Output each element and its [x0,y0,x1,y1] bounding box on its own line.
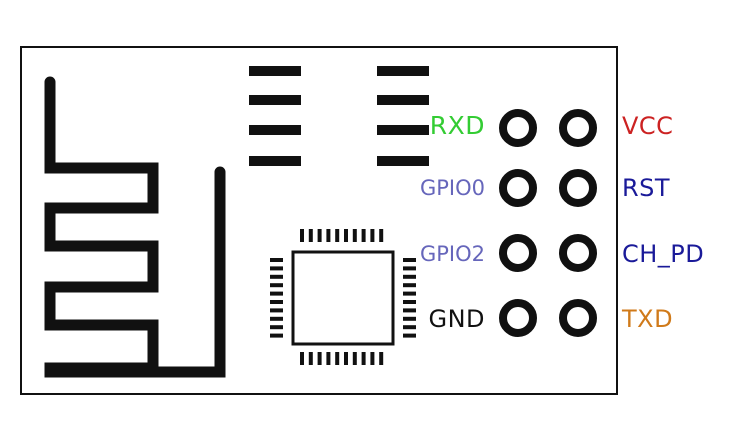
chip-pin-left [270,291,283,296]
pin-header [499,109,597,337]
pin-txd-pad [559,299,597,337]
chip-pin-bottom [344,352,348,365]
chip-pin-left [270,258,283,262]
chip-pin-right [403,258,416,262]
pin-vcc-pad [559,109,597,147]
pin-gpio0-pad [499,169,537,207]
chip-pin-left [270,274,283,279]
chip-pin-top [361,229,366,242]
chip-body [291,250,395,346]
pin-label-gpio2: GPIO2 [419,242,485,266]
chip-pin-bottom [335,352,340,365]
chip-pin-left [270,316,283,321]
chip-pin-bottom [308,352,313,365]
chip-pin-top [317,229,322,242]
pin-rxd-pad [499,109,537,147]
chip-pin-left [270,283,283,288]
pin-label-gpio0: GPIO0 [419,176,485,200]
pin-rst-pad [559,169,597,207]
chip-pin-right [403,316,416,321]
chip-package [270,229,416,365]
pad-group-right [377,66,429,166]
pin-label-rst: RST [622,174,671,202]
pin-ch-pd-pad [559,234,597,272]
chip-pin-right [403,325,416,330]
board-outline [20,46,618,395]
chip-pin-right [403,266,416,271]
chip-pin-right [403,300,416,304]
chip-pin-top [335,229,340,242]
chip-pin-bottom [379,352,384,365]
chip-pin-top [352,229,357,242]
chip-pin-top [379,229,384,242]
chip-pin-left [270,325,283,330]
chip-pin-top [344,229,348,242]
chip-pin-bottom [317,352,322,365]
chip-pin-left [270,300,283,304]
pin-label-vcc: VCC [622,112,674,140]
pin-label-gnd: GND [428,305,485,333]
pad-group-left [249,66,301,166]
chip-pin-left [270,266,283,271]
chip-pin-bottom [370,352,375,365]
chip-pin-left [270,308,283,313]
chip-pin-bottom [361,352,366,365]
pin-gnd-pad [499,299,537,337]
chip-pin-right [403,333,416,338]
chip-pin-bottom [300,352,304,365]
chip-pin-right [403,291,416,296]
chip-pin-bottom [352,352,357,365]
pin-gpio2-pad [499,234,537,272]
pin-label-rxd: RXD [429,111,485,140]
chip-pin-bottom [326,352,331,365]
chip-pin-right [403,274,416,279]
pin-label-txd: TXD [622,305,674,333]
chip-pin-top [300,229,304,242]
antenna-trace [44,76,226,378]
chip-pin-top [308,229,313,242]
chip-pin-top [370,229,375,242]
pin-label-ch-pd: CH_PD [622,240,705,268]
chip-pin-top [326,229,331,242]
chip-pin-right [403,308,416,313]
chip-pin-right [403,283,416,288]
chip-pin-left [270,333,283,338]
